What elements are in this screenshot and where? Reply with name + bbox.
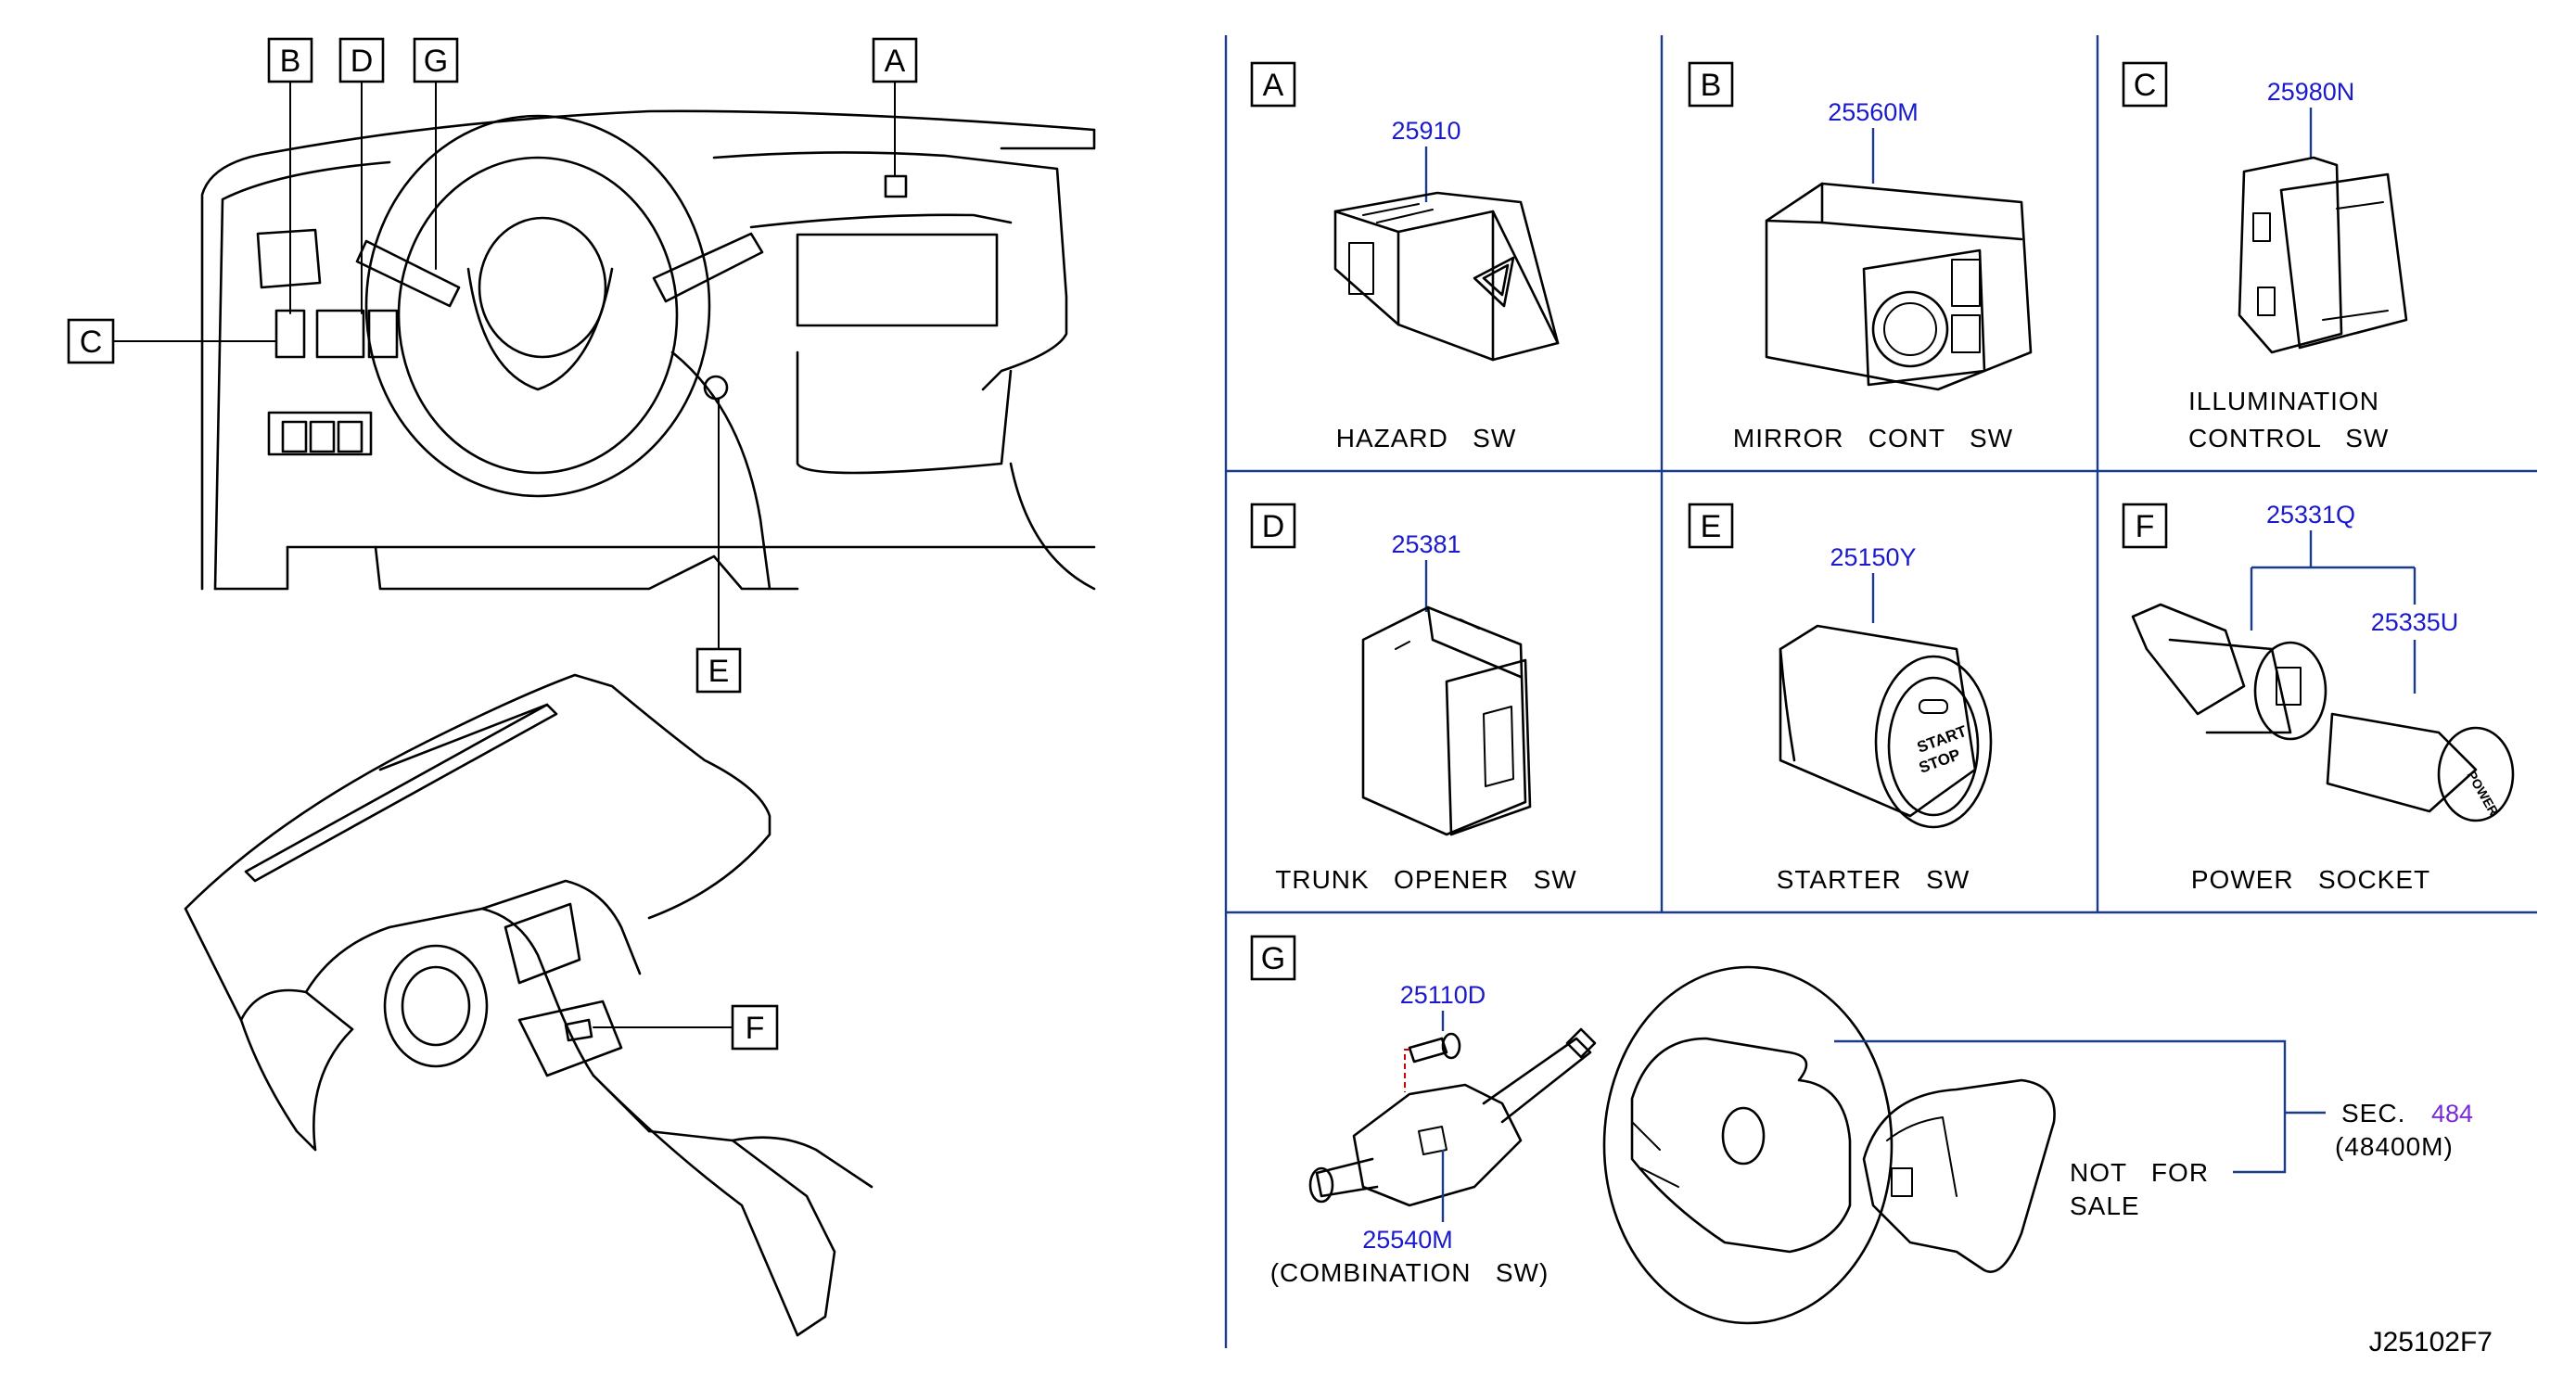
panel-a-letter: A xyxy=(1263,68,1284,103)
not-for-sale-line2: SALE xyxy=(2070,1191,2140,1220)
panel-f-power-socket: F 25331Q 25335U POWER POWER SOCKET xyxy=(2122,501,2515,894)
illumination-switch-drawing xyxy=(2238,156,2408,354)
panel-f-letter: F xyxy=(2136,509,2155,544)
sec-label: SEC. xyxy=(2341,1099,2405,1128)
panel-c-letter: C xyxy=(2134,68,2157,103)
caption-mirror-cont-sw: MIRROR CONT SW xyxy=(1733,424,2013,452)
part-number-25335u: 25335U xyxy=(2371,608,2459,636)
panel-e-starter-switch: E 25150Y START STOP STARTER SW xyxy=(1688,503,1993,894)
caption-illumination: ILLUMINATION xyxy=(2188,387,2379,415)
callout-d: D xyxy=(351,44,374,79)
trunk-switch-drawing xyxy=(1361,605,1532,836)
panel-c-illumination-control-switch: C 25980N ILLUMINATION CONTROL SW xyxy=(2122,61,2408,452)
part-number-25150y: 25150Y xyxy=(1830,543,1916,571)
part-number-25540m: 25540M xyxy=(1362,1226,1453,1254)
callout-e: E xyxy=(708,654,730,689)
mirror-switch-drawing xyxy=(1765,182,2033,391)
hazard-switch-drawing xyxy=(1333,191,1560,362)
panel-d-letter: D xyxy=(1262,509,1285,544)
panel-g-letter: G xyxy=(1261,941,1285,976)
part-number-25110d: 25110D xyxy=(1400,981,1486,1009)
caption-combination-sw: (COMBINATION SW) xyxy=(1270,1258,1549,1287)
caption-trunk-opener-sw: TRUNK OPENER SW xyxy=(1275,865,1576,894)
starter-switch-drawing: START STOP xyxy=(1779,624,1993,829)
part-number-25381: 25381 xyxy=(1391,530,1460,558)
power-socket-drawing: POWER xyxy=(2131,603,2515,822)
dashboard-front-view xyxy=(112,81,1096,650)
steering-cover-drawing xyxy=(1862,1078,2056,1273)
panel-a-hazard-switch: A 25910 HAZARD SW xyxy=(1250,61,1560,452)
diagram-id: J25102F7 xyxy=(2369,1327,2493,1357)
caption-power-socket: POWER SOCKET xyxy=(2191,865,2430,894)
callout-f: F xyxy=(746,1011,765,1046)
caption-control-sw: CONTROL SW xyxy=(2188,424,2389,452)
sec-number-link[interactable]: 484 xyxy=(2431,1100,2473,1128)
sec-sub-label: (48400M) xyxy=(2335,1132,2454,1161)
steering-wheel-drawing xyxy=(1602,965,1894,1325)
callout-c: C xyxy=(80,325,103,360)
caption-starter-sw: STARTER SW xyxy=(1777,865,1970,894)
dashboard-isometric-view xyxy=(184,673,874,1337)
callout-a: A xyxy=(885,44,906,79)
part-number-25980n: 25980N xyxy=(2267,78,2355,106)
part-number-25910: 25910 xyxy=(1391,117,1460,145)
callout-g: G xyxy=(424,44,448,79)
callout-box-f: F xyxy=(731,1004,779,1051)
callout-boxes-front: B D G A C E xyxy=(67,37,918,694)
panel-b-mirror-control-switch: B 25560M MIRROR CONT SW xyxy=(1688,61,2033,452)
callout-b: B xyxy=(280,44,301,79)
parts-grid xyxy=(1224,35,2537,1348)
caption-hazard-sw: HAZARD SW xyxy=(1336,424,1517,452)
not-for-sale-line1: NOT FOR xyxy=(2070,1158,2209,1187)
svg-text:POWER: POWER xyxy=(2464,769,2501,819)
panel-e-letter: E xyxy=(1701,509,1722,544)
combination-switch-drawing xyxy=(1308,1027,1597,1207)
part-number-25331q: 25331Q xyxy=(2266,501,2355,529)
panel-g-combination-switch: G 25110D 25540M (COMBINATION SW) xyxy=(1250,935,2473,1325)
part-number-25560m: 25560M xyxy=(1828,98,1919,126)
screw-drawing xyxy=(1408,1032,1461,1064)
panel-b-letter: B xyxy=(1701,68,1722,103)
panel-d-trunk-opener-switch: D 25381 TRUNK OPENER SW xyxy=(1250,503,1576,894)
